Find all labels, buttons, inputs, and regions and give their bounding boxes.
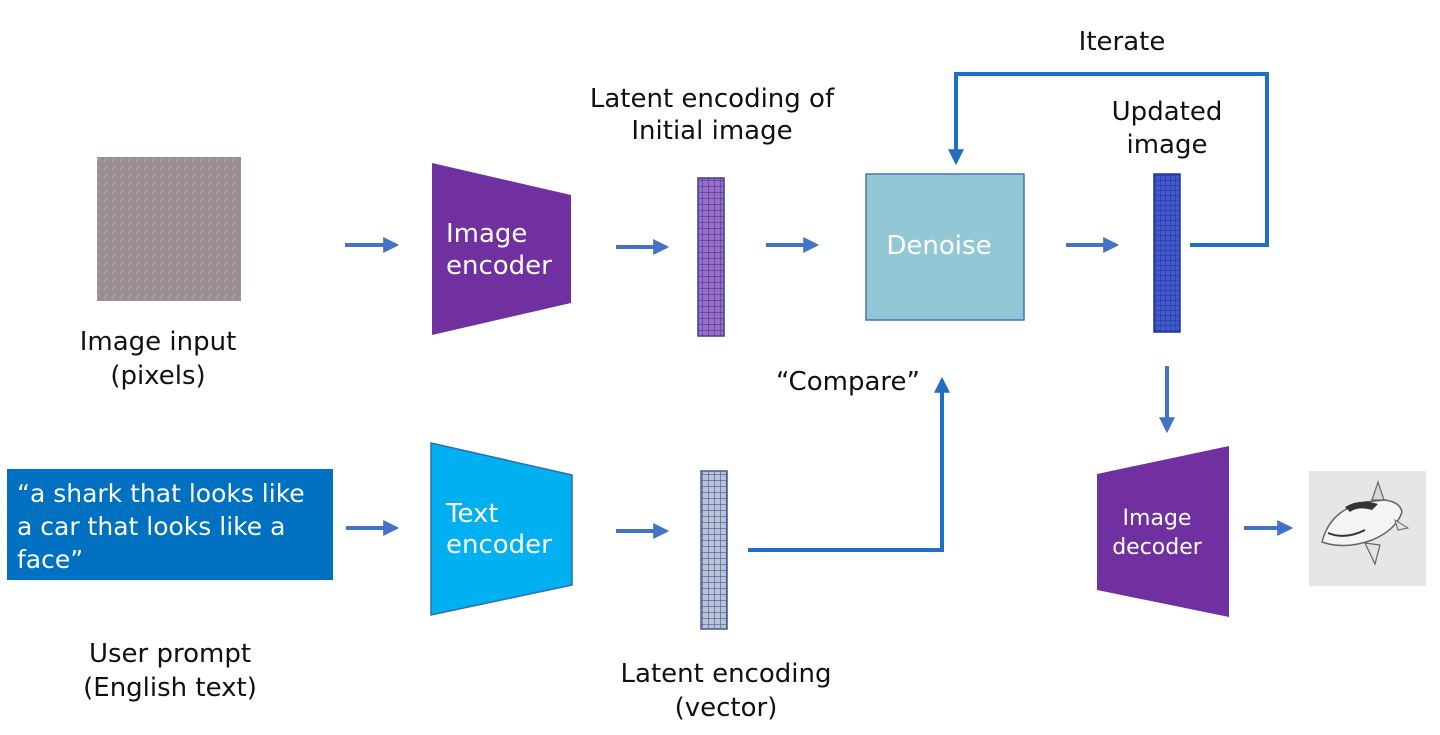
- user-prompt-text-line2: a car that looks like a: [17, 512, 285, 541]
- denoise-label: Denoise: [886, 231, 991, 261]
- iterate-loop-arrow: [948, 72, 1269, 247]
- latent-vector-label-line1: Latent encoding: [621, 659, 832, 689]
- user-prompt-text-line1: “a shark that looks like: [17, 479, 305, 508]
- image-input-sublabel: (pixels): [110, 361, 205, 391]
- image-encoder-label-line2: encoder: [446, 251, 552, 281]
- image-decoder-label-line2: decoder: [1112, 535, 1203, 560]
- updated-image-label-line1: Updated: [1112, 97, 1223, 127]
- text-encoder-label-line1: Text: [445, 499, 499, 529]
- image-decoder: [1097, 446, 1229, 617]
- denoise-box: [865, 173, 1025, 321]
- noise-image: [97, 157, 241, 301]
- latent-initial-label-line1: Latent encoding of: [590, 84, 835, 114]
- image-encoder: [432, 163, 571, 335]
- latent-initial-vector: [697, 177, 725, 337]
- updated-image-label-line2: image: [1127, 130, 1208, 160]
- user-prompt-text-line3: face”: [17, 545, 83, 574]
- compare-label: “Compare”: [776, 367, 920, 397]
- image-input-label: Image input: [80, 327, 237, 357]
- latent-initial-label-line2: Initial image: [631, 116, 792, 146]
- user-prompt-box: [7, 469, 333, 580]
- iterate-label: Iterate: [1079, 27, 1166, 57]
- image-decoder-label-line1: Image: [1123, 506, 1192, 531]
- compare-arrow: [748, 376, 950, 552]
- text-encoder: [430, 442, 573, 616]
- updated-image-vector: [1153, 173, 1181, 333]
- text-encoder-label-line2: encoder: [446, 530, 552, 560]
- latent-vector-label-line2: (vector): [675, 693, 778, 723]
- user-prompt-sublabel: (English text): [83, 673, 257, 703]
- user-prompt-label: User prompt: [89, 639, 251, 669]
- latent-vector: [700, 470, 728, 630]
- image-encoder-label-line1: Image: [446, 219, 527, 249]
- shark-car-face-icon: [1309, 471, 1426, 586]
